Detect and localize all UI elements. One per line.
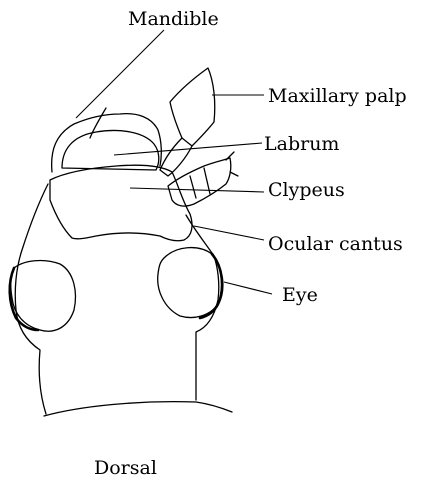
view-caption: Dorsal [94, 457, 157, 479]
head-outline-right [186, 215, 219, 400]
clypeus-shape [50, 165, 192, 241]
leader-clypeus [130, 188, 264, 192]
right-eye [158, 248, 222, 318]
labial-palp-shape [168, 158, 231, 206]
leader-eye [224, 282, 272, 294]
palp-segment-line [182, 138, 192, 146]
label-eye: Eye [282, 284, 318, 306]
leader-ocular-cantus [194, 226, 264, 240]
labial-palp-segment-1 [190, 176, 196, 198]
label-ocular-cantus: Ocular cantus [268, 233, 403, 255]
maxillary-palp-shape [160, 68, 215, 176]
labrum-shape [62, 131, 159, 171]
label-clypeus: Clypeus [268, 179, 345, 201]
left-eye-outer-edge [10, 268, 38, 330]
neck-line [44, 402, 232, 416]
label-labrum: Labrum [264, 133, 339, 155]
labial-palp-tip [226, 152, 238, 176]
mandible-shape [52, 114, 162, 172]
left-eye [11, 261, 76, 332]
head-outline-left [15, 184, 48, 414]
label-maxillary-palp: Maxillary palp [268, 85, 407, 107]
mandible-inner-tooth [90, 108, 106, 138]
leader-mandible [76, 30, 164, 118]
label-mandible: Mandible [128, 8, 219, 30]
